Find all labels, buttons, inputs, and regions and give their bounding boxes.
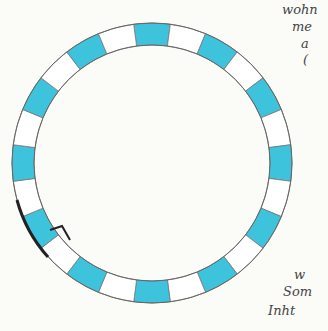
handwritten-note: a — [301, 37, 309, 51]
handwritten-note: Inht — [268, 304, 295, 318]
ring-segment — [12, 145, 35, 182]
handwritten-note: ( — [303, 53, 308, 67]
ring-segment — [134, 280, 171, 303]
tick-mark — [50, 226, 70, 240]
handwritten-note: Som — [283, 285, 312, 299]
ring-segment — [13, 178, 43, 216]
ring-segment — [134, 23, 171, 46]
ring-inner-edge — [34, 45, 270, 281]
ring-segment — [269, 145, 292, 182]
ring-segment — [98, 24, 136, 54]
handwritten-note: w — [294, 268, 305, 282]
ring-segment — [167, 272, 205, 302]
ring-outer-edge — [12, 23, 292, 303]
marked-edge — [17, 200, 48, 257]
ring-segment — [261, 109, 291, 147]
handwritten-note: wohn — [282, 3, 318, 17]
handwritten-note: me — [292, 20, 312, 34]
